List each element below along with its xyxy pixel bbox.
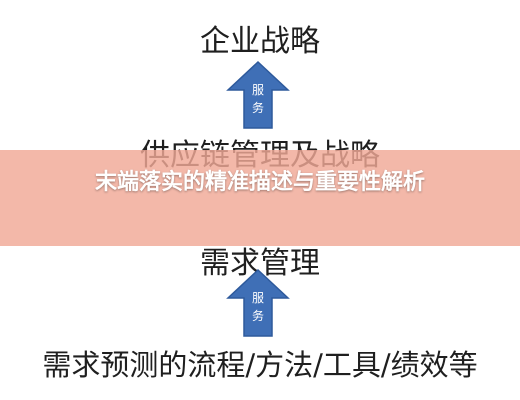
arrow-label-wu: 务 [251, 101, 264, 115]
arrow-label-wu: 务 [251, 309, 264, 323]
banner-title: 末端落实的精准描述与重要性解析 [94, 170, 425, 195]
title-banner: 末端落实的精准描述与重要性解析 [0, 150, 520, 246]
service-arrow-lower: 服 务 [226, 268, 290, 338]
arrow-label-fu: 服 [251, 83, 264, 97]
service-arrow-upper: 服 务 [226, 60, 290, 130]
arrow-label-fu: 服 [251, 291, 264, 305]
up-arrow-icon [226, 268, 290, 337]
level-forecast-process: 需求预测的流程/方法/工具/绩效等 [42, 348, 478, 382]
level-enterprise-strategy: 企业战略 [200, 24, 320, 59]
up-arrow-icon [226, 60, 290, 129]
